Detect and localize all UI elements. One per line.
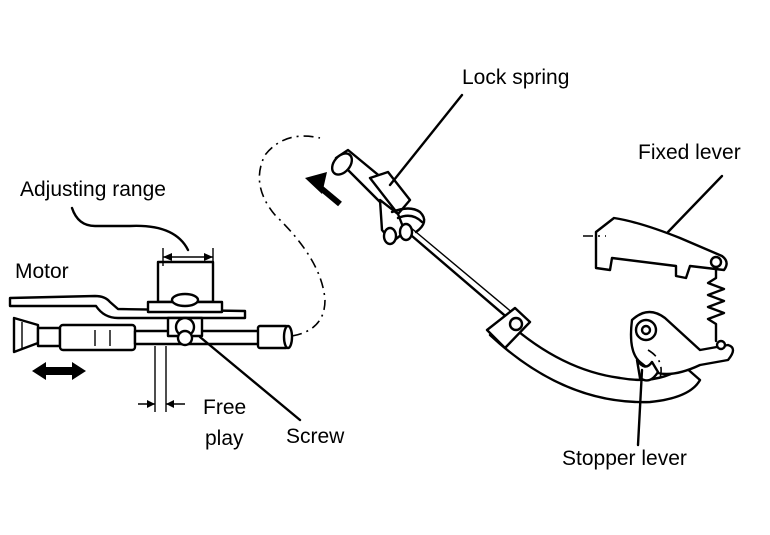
label-play: play bbox=[205, 427, 244, 450]
free-play-dimension bbox=[138, 346, 185, 412]
cable-path bbox=[258, 135, 326, 337]
motor-assembly bbox=[8, 260, 294, 354]
label-adjusting-range: Adjusting range bbox=[20, 178, 166, 201]
screw-leader bbox=[198, 335, 302, 422]
label-motor: Motor bbox=[15, 260, 69, 283]
adjusting-range-dimension bbox=[70, 206, 214, 266]
lever-assembly bbox=[485, 174, 735, 447]
lock-spring-assembly bbox=[305, 93, 515, 322]
motor-motion-arrow bbox=[32, 362, 86, 380]
label-free: Free bbox=[203, 396, 246, 419]
label-lock-spring: Lock spring bbox=[462, 66, 569, 89]
label-fixed-lever: Fixed lever bbox=[638, 141, 741, 164]
label-screw: Screw bbox=[286, 425, 345, 448]
label-stopper-lever: Stopper lever bbox=[562, 447, 687, 470]
